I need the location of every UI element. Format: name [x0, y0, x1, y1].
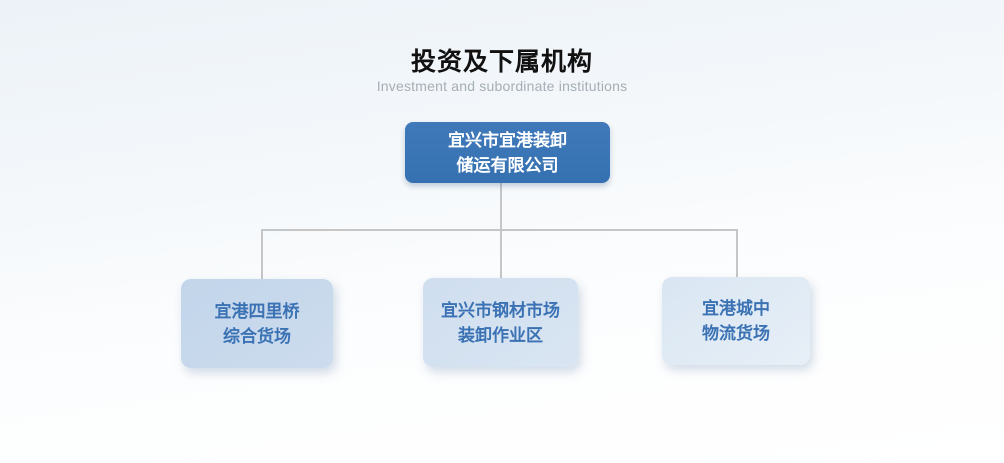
org-node-child-label-line2: 综合货场 — [223, 326, 291, 346]
org-node-child-label-line1: 宜港四里桥 — [214, 301, 300, 321]
connector-drop-left — [261, 229, 263, 279]
org-node-child-label-line2: 装卸作业区 — [458, 325, 543, 345]
org-node-child-siliqiao: 宜港四里桥 综合货场 — [181, 279, 333, 368]
page-subtitle: Investment and subordinate institutions — [376, 78, 628, 94]
org-node-root-label-line1: 宜兴市宜港装卸 — [448, 130, 567, 150]
org-node-root-label-line2: 储运有限公司 — [456, 155, 559, 175]
page-title: 投资及下属机构 — [410, 48, 593, 76]
org-node-child-steel-market: 宜兴市钢材市场 装卸作业区 — [423, 278, 578, 367]
org-node-child-label-line1: 宜兴市钢材市场 — [441, 300, 560, 320]
connector-root-stem — [500, 183, 502, 230]
org-node-child-label-line1: 宜港城中 — [702, 299, 770, 318]
org-node-root: 宜兴市宜港装卸 储运有限公司 — [405, 122, 610, 183]
connector-drop-right — [736, 229, 738, 278]
connector-crossbar — [261, 229, 738, 231]
org-node-child-label-line2: 物流货场 — [702, 324, 770, 343]
connector-drop-middle — [500, 229, 502, 279]
org-node-child-chengzhong: 宜港城中 物流货场 — [662, 277, 810, 365]
